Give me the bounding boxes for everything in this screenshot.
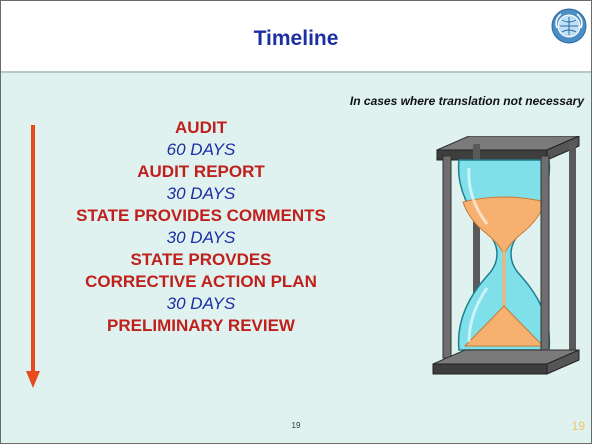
slide-title: Timeline [253, 27, 339, 50]
timeline-step: AUDIT [175, 118, 227, 137]
slide-subtitle: In cases where translation not necessary [349, 94, 584, 108]
timeline-list: AUDIT 60 DAYS AUDIT REPORT 30 DAYS STATE… [31, 117, 371, 337]
timeline-duration: 30 DAYS [166, 294, 236, 313]
icao-emblem-icon [551, 8, 587, 44]
title-band: Timeline [1, 1, 591, 71]
timeline-step: AUDIT REPORT [137, 162, 265, 181]
timeline-step: STATE PROVDES [130, 250, 272, 269]
timeline-step: CORRECTIVE ACTION PLAN [85, 272, 317, 291]
timeline-duration: 60 DAYS [166, 140, 236, 159]
page-number-corner: 19 [571, 419, 585, 433]
timeline-duration: 30 DAYS [166, 228, 236, 247]
title-divider [1, 71, 591, 73]
page-number: 19 [291, 421, 301, 430]
timeline-duration: 30 DAYS [166, 184, 236, 203]
timeline-step: STATE PROVIDES COMMENTS [76, 206, 326, 225]
down-arrow-icon [26, 125, 40, 388]
timeline-step: PRELIMINARY REVIEW [107, 316, 295, 335]
hourglass-icon [432, 136, 580, 375]
